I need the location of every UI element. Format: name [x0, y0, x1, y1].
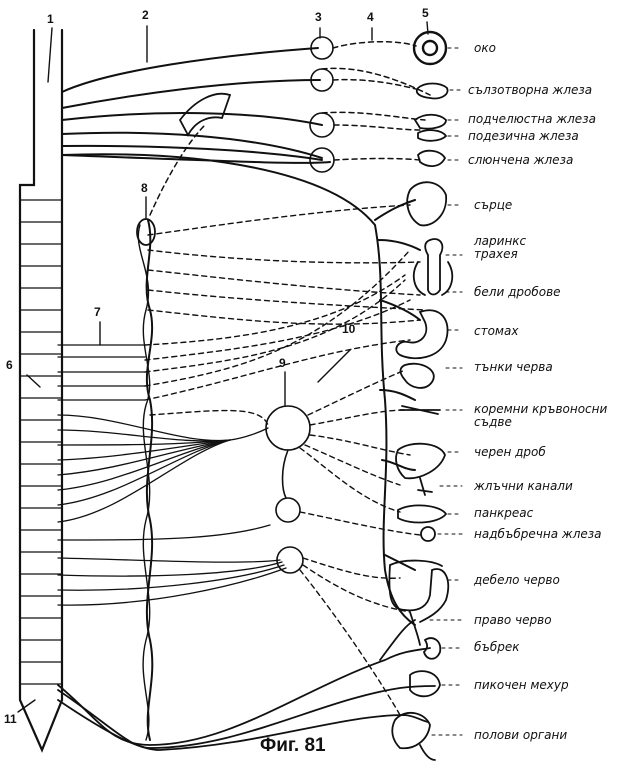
label-number-6: 6	[6, 358, 13, 372]
colon-shape	[389, 561, 448, 622]
heart-shape	[407, 182, 446, 225]
organ-label-polovi: полови органи	[474, 728, 568, 742]
organ-label-pravo: право черво	[474, 613, 552, 627]
bladder-shape	[410, 671, 440, 696]
organ-label-stomah: стомах	[474, 324, 519, 338]
sublingual-gland-shape	[418, 130, 446, 141]
organ-label-koremni-2: съдве	[474, 415, 512, 429]
prevertebral-ganglia	[265, 405, 311, 574]
label-number-1: 1	[47, 12, 54, 26]
cranial-parasympathetic-fibres	[62, 48, 330, 163]
bile-duct-shape	[418, 478, 432, 495]
rectum-shape	[410, 612, 420, 645]
leader-lines	[430, 48, 462, 735]
liver-shape	[396, 444, 445, 479]
organ-label-debelo: дебело черво	[474, 573, 560, 587]
kidney-shape	[424, 638, 440, 659]
small-intestine-shape	[400, 364, 433, 388]
lungs-shape	[414, 262, 452, 295]
pancreas-shape	[398, 505, 446, 522]
abdominal-vessels-shape	[400, 406, 440, 414]
organ-label-babrek: бъбрек	[474, 640, 520, 654]
figure-caption: Фиг. 81	[260, 735, 326, 756]
sympathetic-trunk	[136, 218, 156, 740]
organ-label-pankreas: панкреас	[474, 506, 534, 520]
number-pointers	[18, 22, 428, 712]
label-number-11: 11	[4, 712, 17, 726]
organ-label-larinks: ларинкс	[474, 234, 527, 248]
larynx-trachea-shape	[425, 239, 442, 294]
organ-label-podezichna: подезична жлеза	[468, 129, 579, 143]
organ-label-pikochen: пикочен мехур	[474, 678, 569, 692]
organ-label-sartse: сърце	[474, 198, 513, 212]
label-number-8: 8	[141, 181, 148, 195]
postganglionic-head-fibres	[150, 42, 430, 215]
sacral-parasympathetic	[58, 620, 435, 750]
organ-label-slyunchena: слюнчена жлеза	[468, 153, 574, 167]
label-number-4: 4	[367, 10, 374, 24]
organ-label-koremni-1: коремни кръвоносни	[474, 402, 608, 416]
organ-label-salzotvorna: сълзотворна жлеза	[468, 83, 593, 97]
organ-label-oko: око	[474, 41, 496, 55]
label-number-7: 7	[94, 305, 101, 319]
vagus-nerve	[62, 154, 420, 625]
submandibular-gland-shape	[415, 115, 446, 129]
label-number-9: 9	[279, 356, 286, 370]
organ-label-podchelyustna: подчелюстна жлеза	[468, 112, 596, 126]
preganglionic-spinal-fibres	[58, 345, 286, 605]
organ-label-tanki-cherva: тънки черва	[474, 360, 553, 374]
label-number-10: 10	[342, 322, 356, 336]
postganglionic-visceral-fibres	[145, 205, 425, 715]
spinal-cord	[20, 30, 62, 750]
genital-organs-shape	[392, 713, 435, 760]
organ-label-traheya: трахея	[474, 247, 518, 261]
organ-label-zhalchni: жлъчни канали	[474, 479, 573, 493]
label-number-3: 3	[315, 10, 322, 24]
organ-outlines	[389, 84, 452, 761]
stomach-shape	[396, 310, 447, 358]
organ-label-nadbabrechna: надбъбречна жлеза	[474, 527, 602, 541]
label-number-5: 5	[422, 6, 429, 20]
lacrimal-gland-shape	[417, 84, 448, 99]
label-number-2: 2	[142, 8, 149, 22]
organ-label-beli-drobove: бели дробове	[474, 285, 561, 299]
organ-label-cheren-drob: черен дроб	[474, 445, 546, 459]
adrenal-gland-shape	[420, 526, 436, 542]
parotid-gland-shape	[418, 151, 445, 166]
